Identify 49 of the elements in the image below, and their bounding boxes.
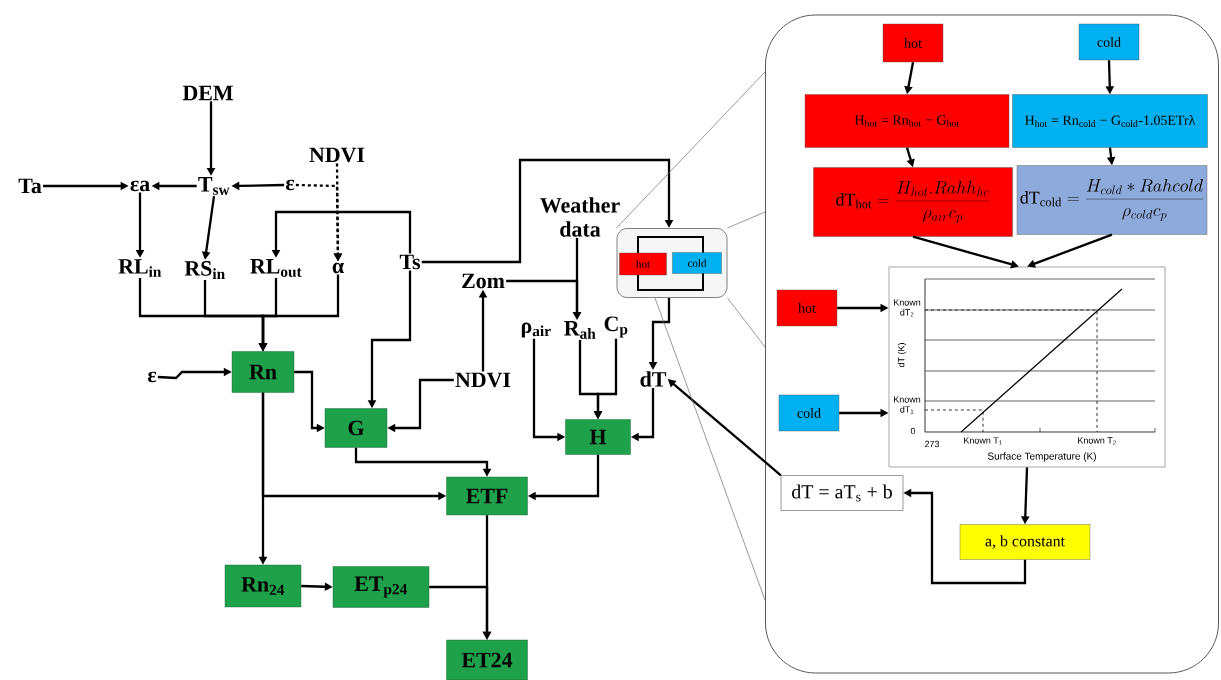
equation-box: $\mathrm{dT}_{\mathrm{cold}} = \frac{H_{cold} * Rahcold}{\rho_{cold} c_p}$ [1016,165,1208,235]
process-box: Rn [231,351,295,393]
variable-label: εa [130,180,150,192]
input-box: cold [778,394,840,432]
variable-label: NDVI [309,147,365,163]
variable-label: dT [640,371,667,387]
process-box: G [324,408,388,448]
variable-label: Ts [399,254,421,270]
input-box: hot [882,23,944,63]
axis-label: Surface Temperature (K) [986,451,1098,463]
variable-label: RL$_{in}$ [118,259,162,277]
variable-label: α [332,262,344,274]
process-box: ETF [446,476,528,516]
equation-box: $\mathrm{dT}_{\mathrm{hot}} = \frac{H_{hot} . Rahh_{hc}}{\rho_{air} c_p}$ [813,167,1013,237]
variable-label: Ta [18,178,42,194]
variable-label: ρ$_{air}$ [521,322,551,338]
zoom-line [616,71,766,229]
tick-label: 273 [924,440,940,448]
zoom-line [727,297,766,348]
equation-box: dT = aT$_{s}$ + b [780,475,904,511]
variable-label: NDVI [455,372,511,388]
variable-label: T$_{sw}$ [198,177,230,195]
tick-label: Known T$_{1}$ [962,436,1004,446]
tick-label: 0 [910,427,916,435]
variable-label: RL$_{out}$ [250,259,302,277]
axis-label: dT (K) [897,342,907,368]
variable-label: Zom [462,273,505,289]
arrow [421,158,674,264]
variable-label: RS$_{in}$ [184,261,225,279]
variable-label: R$_{ah}$ [564,321,596,339]
variable-label: ε [285,179,295,191]
process-box: ET24 [446,639,528,680]
variable-label: Weather data [540,197,620,237]
input-box: hot [776,289,838,327]
process-box: H [565,419,631,455]
variable-label: DEM [182,85,233,101]
process-box: ET$_{p24}$ [332,566,430,608]
process-box: Rn$_{24}$ [224,564,302,608]
tick-label: Known T$_{2}$ [1076,436,1118,446]
input-box: cold [1078,23,1140,61]
equation-box: H$_{hot}$ = Rn$_{hot}$ − G$_{hot}$ [804,94,1010,148]
result-box: a, b constant [959,524,1091,560]
variable-label: ε [147,371,157,383]
input-box: hot [619,252,667,276]
variable-label: C$_{p}$ [604,316,628,338]
equation-box: H$_{hot}$ = Rn$_{cold}$ − G$_{cold}$-1.05ETrλ [1012,94,1208,148]
zoom-line [727,211,766,229]
input-box: cold [672,252,722,274]
zoom-line [654,297,766,601]
